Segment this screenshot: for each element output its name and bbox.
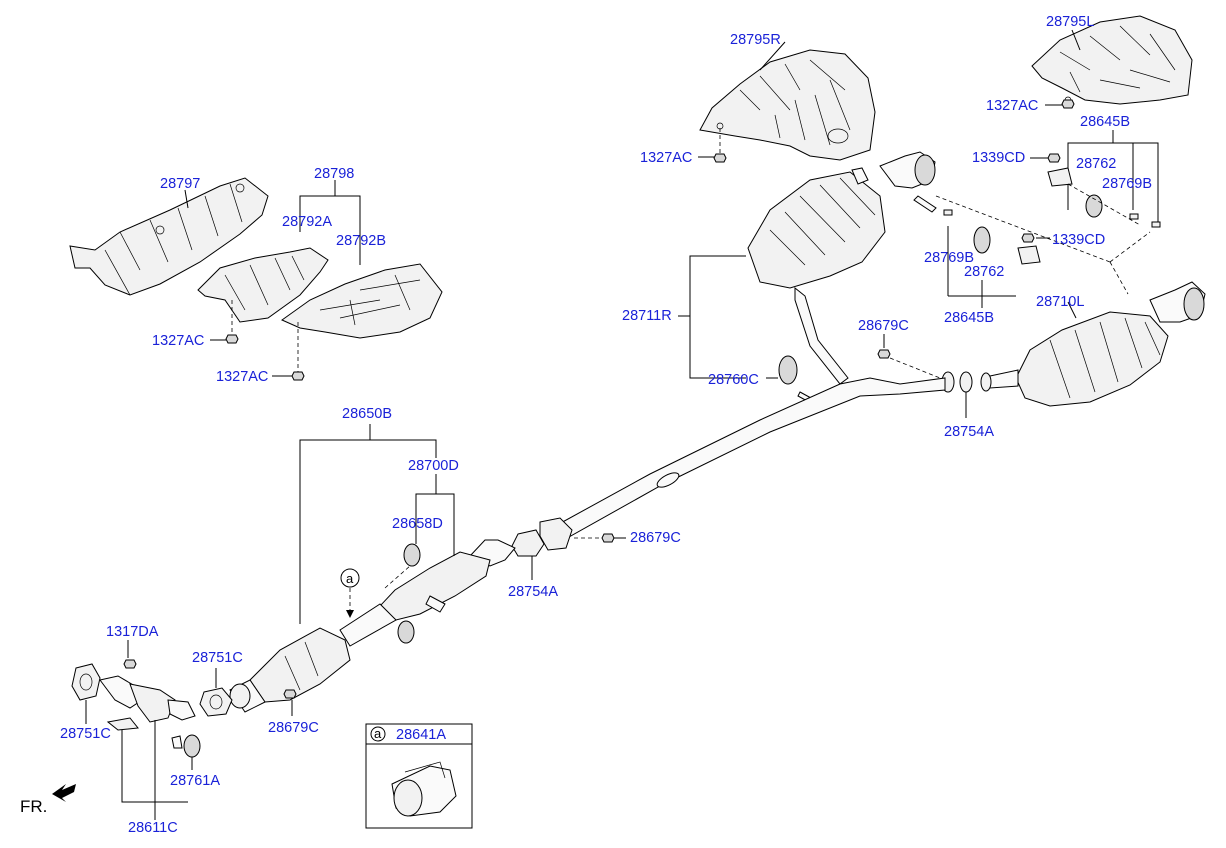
heat-protector-right [699, 49, 876, 161]
heat-protector-28792A [197, 247, 329, 323]
part-label-28710L[interactable]: 28710L [1036, 294, 1084, 310]
part-label-28797[interactable]: 28797 [160, 176, 200, 192]
catalytic-converter [229, 627, 351, 713]
rubber-hanger-icon [403, 543, 421, 567]
heat-protector-28797 [69, 177, 269, 296]
part-label-28650B[interactable]: 28650B [342, 406, 392, 422]
front-pipe [71, 663, 196, 731]
part-label-1327AC-top-left[interactable]: 1327AC [640, 150, 692, 166]
part-label-28769B-top[interactable]: 28769B [1102, 176, 1152, 192]
part-label-28751C-mid[interactable]: 28751C [192, 650, 243, 666]
part-label-28754A-center[interactable]: 28754A [508, 584, 558, 600]
part-label-1339CD-mid[interactable]: 1339CD [1052, 232, 1105, 248]
part-label-28645B-top[interactable]: 28645B [1080, 114, 1130, 130]
front-direction-label: FR. [20, 797, 47, 816]
part-label-28762-top[interactable]: 28762 [1076, 156, 1116, 172]
part-label-1327AC-left-2[interactable]: 1327AC [216, 369, 268, 385]
bracket-icon [1047, 167, 1073, 187]
part-label-1327AC-left-1[interactable]: 1327AC [152, 333, 204, 349]
heat-protector-28792B [280, 263, 443, 339]
rubber-hanger-icon [778, 355, 798, 385]
center-pipe [547, 377, 946, 543]
part-label-28798[interactable]: 28798 [314, 166, 354, 182]
part-label-28645B-bottom[interactable]: 28645B [944, 310, 994, 326]
part-label-28754A-right[interactable]: 28754A [944, 424, 994, 440]
part-label-28792A[interactable]: 28792A [282, 214, 332, 230]
nut-icon [1061, 99, 1075, 109]
part-label-28762-mid[interactable]: 28762 [964, 264, 1004, 280]
part-label-28679C-center[interactable]: 28679C [630, 530, 681, 546]
part-label-28792B[interactable]: 28792B [336, 233, 386, 249]
part-label-28751C-front[interactable]: 28751C [60, 726, 111, 742]
part-label-28795L[interactable]: 28795L [1046, 14, 1094, 30]
rear-muffler-left [989, 281, 1206, 407]
part-label-28679C-front[interactable]: 28679C [268, 720, 319, 736]
front-direction-arrow-icon [52, 784, 76, 802]
part-label-28711R[interactable]: 28711R [622, 308, 672, 324]
part-label-28658D[interactable]: 28658D [392, 516, 443, 532]
part-label-28795R[interactable]: 28795R [730, 32, 781, 48]
box-letter: a [374, 726, 382, 741]
part-label-28700D[interactable]: 28700D [408, 458, 459, 474]
ref-letter: a [346, 571, 354, 586]
part-label-28761A[interactable]: 28761A [170, 773, 220, 789]
clamp-detail-box: a [365, 723, 473, 829]
center-muffler [339, 539, 516, 647]
part-label-28769B-mid[interactable]: 28769B [924, 250, 974, 266]
rear-muffler-right [747, 151, 936, 385]
part-label-28679C-right[interactable]: 28679C [858, 318, 909, 334]
part-label-28611C[interactable]: 28611C [128, 820, 178, 836]
part-label-28641A[interactable]: 28641A [396, 727, 446, 743]
part-label-28760C[interactable]: 28760C [708, 372, 759, 388]
part-label-1327AC-top-right[interactable]: 1327AC [986, 98, 1038, 114]
heat-protector-left [1031, 15, 1193, 105]
part-label-1317DA[interactable]: 1317DA [106, 624, 159, 640]
nut-icon [713, 153, 727, 163]
part-label-1339CD-top[interactable]: 1339CD [972, 150, 1025, 166]
